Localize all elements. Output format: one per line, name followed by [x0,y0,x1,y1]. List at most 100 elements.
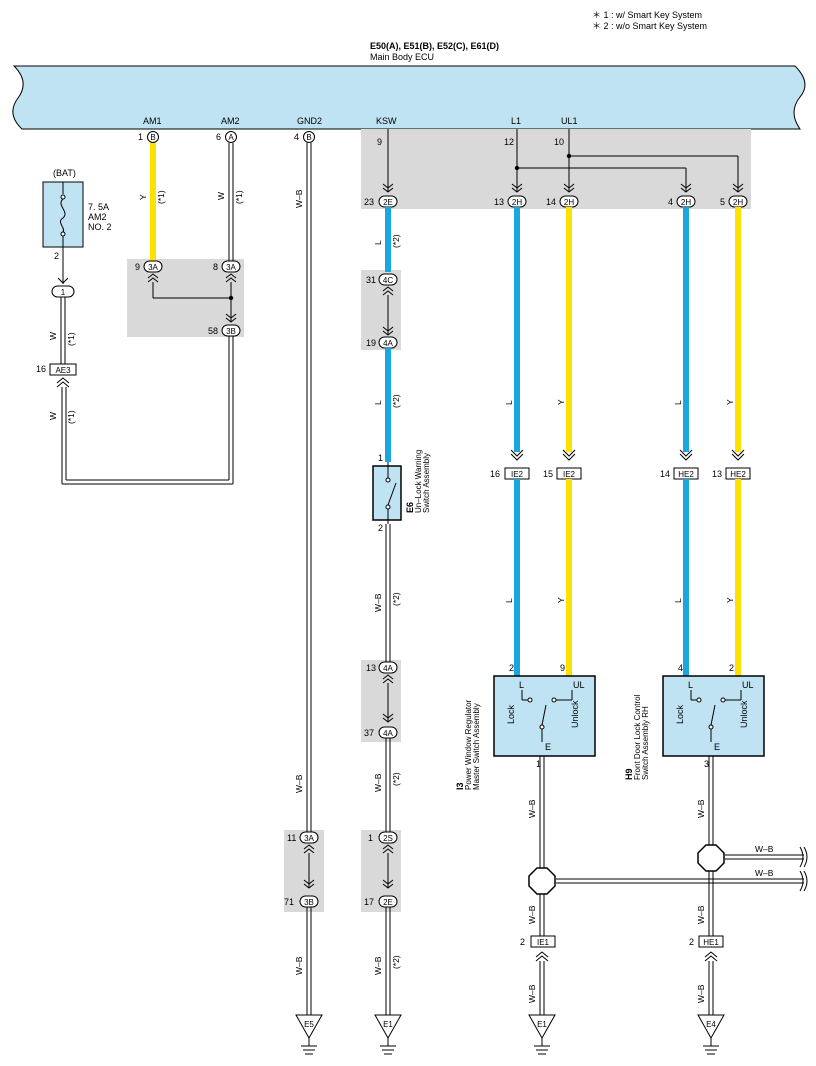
conn-2h-5-code: 2H [733,198,743,207]
label-ksw-l-2: L [373,400,383,405]
conn-3a-8-code: 3A [226,263,236,272]
conn-3a-9-code: 3A [148,263,158,272]
pin-num-l1: 12 [504,137,514,147]
ground-e1-left-icon [374,1014,402,1040]
switch-e6-line1: Un–Lock Warning [414,450,423,513]
conn-ie2-16-pin: 16 [490,469,500,479]
pin-conn-am2: A [228,133,234,142]
pin-num-gnd2: 4 [294,132,299,142]
label-he1-wb-bottom: W–B [696,984,706,1003]
conn-4a-13-pin: 13 [366,663,376,673]
conn-he2-13-pin: 13 [712,469,722,479]
label-e6-n2-1: (*2) [391,592,401,606]
pin-name-gnd2: GND2 [297,116,322,126]
label-e6-wb-1: W–B [373,593,383,612]
conn-he2-14-code: HE2 [678,470,694,479]
switch-e6-box [372,465,402,521]
pin-num-am2: 6 [216,132,221,142]
i3-pin-l: 2 [509,663,514,673]
label-ksw-n2-1: (*2) [391,234,401,248]
label-ul1-y-4: Y [725,597,735,603]
e6-pin-top: 1 [378,453,383,463]
label-bus-wb-1: W–B [755,868,774,878]
junction-1: 1 [61,288,66,297]
i3-term-e: E [545,742,551,752]
label-gnd2-wb-2: W–B [294,774,304,793]
conn-3a-8-pin: 8 [213,262,218,272]
label-am2-w: W [216,192,226,200]
note-1: ＊ 1 : w/ Smart Key System [592,10,702,20]
label-ul1-y-3: Y [556,597,566,603]
junction-i3-icon [528,867,556,895]
i3-pin-ul: 9 [560,663,565,673]
label-e6-wb-2: W–B [373,773,383,792]
ground-e1-left-label: E1 [383,1020,393,1029]
ecu-body [12,65,806,130]
conn-ie1-code: IE1 [537,938,550,947]
conn-ae3-code: AE3 [55,366,71,375]
conn-ie2-15-pin: 15 [543,469,553,479]
label-ae3-w: W [48,412,58,420]
label-am1-y: Y [138,194,148,200]
label-i3-wb: W–B [527,799,537,818]
conn-2h-14-code: 2H [564,198,574,207]
conn-3b-58-code: 3B [226,327,236,336]
i3-term-l: L [519,680,524,690]
i3-unlock: Unlock [570,700,580,728]
conn-he2-14-pin: 14 [660,469,670,479]
label-h9-wb: W–B [696,799,706,818]
conn-2h-14-pin: 14 [546,197,556,207]
label-e6-n2-2: (*2) [391,772,401,786]
ground-e5-label: E5 [304,1020,314,1029]
switch-h9-icon [710,704,716,726]
conn-4a-37-pin: 37 [364,728,374,738]
h9-term-l: L [688,680,693,690]
conn-he2-13-code: HE2 [730,470,746,479]
conn-2h-5-pin: 5 [720,197,725,207]
conn-2s-1-pin: 1 [368,833,373,843]
pin-name-l1: L1 [511,116,521,126]
label-ae3-n1: (*1) [66,410,76,424]
switch-i3-icon [541,704,547,726]
switch-e6-id: E6 [405,502,415,513]
ground-e1-right-label: E1 [537,1020,547,1029]
conn-2e-23-code: 2E [383,198,393,207]
conn-he1-pin: 2 [689,937,694,947]
conn-3b-58-pin: 58 [208,326,218,336]
conn-2h-13-pin: 13 [494,197,504,207]
pin-name-ksw: KSW [376,116,397,126]
conn-ie2-16-code: IE2 [511,470,524,479]
label-ksw-l-1: L [373,240,383,245]
label-ul1-y-2: Y [725,399,735,405]
fuse-name1: AM2 [88,212,107,222]
h9-unlock: Unlock [739,700,749,728]
label-l1-l-1: L [504,400,514,405]
switch-i3-id: I3 [455,782,465,790]
switch-h9-box [662,675,765,757]
conn-4a-19-pin: 19 [366,338,376,348]
conn-ie2-15-code: IE2 [563,470,576,479]
i3-term-ul: UL [573,680,585,690]
pin-name-am2: AM2 [221,116,240,126]
h9-pin-e: 3 [704,759,709,769]
conn-4c-31-pin: 31 [366,275,376,285]
conn-he1-code: HE1 [703,938,719,947]
conn-ae3-pin: 16 [36,364,46,374]
conn-2h-4-pin: 4 [668,197,673,207]
label-ie1-wb-top: W–B [527,905,537,924]
i3-lock: Lock [506,704,516,724]
switch-i3-line1: Power Window Regulator [464,699,473,790]
label-fuse-n1: (*1) [66,332,76,346]
label-am1-n1: (*1) [156,190,166,204]
note-2: ＊ 2 : w/o Smart Key System [592,21,707,31]
pin-name-ul1: UL1 [561,116,578,126]
h9-term-e: E [714,742,720,752]
ground-e5-icon [295,1014,323,1040]
fuse-rating: 7. 5A [88,202,109,212]
switch-i3-box [493,675,596,757]
conn-3a-9-pin: 9 [135,262,140,272]
ground-e1-right-icon [528,1014,556,1040]
label-gnd2-wb-3: W–B [294,956,304,975]
label-e1-wb: W–B [373,956,383,975]
